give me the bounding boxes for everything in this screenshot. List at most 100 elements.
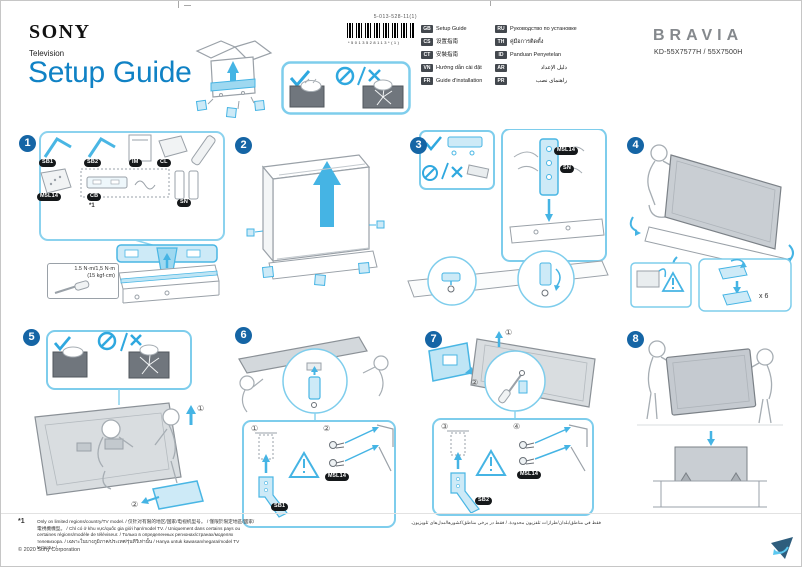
part-label-m5l14: M5L14 [37,193,62,201]
part-label-m5l14: M5L14 [554,147,579,155]
language-code-badge: ID [495,51,507,59]
language-code-badge: CS [421,38,433,46]
step-1: 1 [17,131,229,319]
callout-number-1: ① [251,424,259,433]
part-label-sb2: SB2 [475,497,493,505]
callout-number-1: ① [505,328,513,337]
print-mark [184,5,191,6]
step-8-number: 8 [627,331,644,348]
part-label-im: IM [129,159,142,167]
language-label: راهنمای نصب [535,78,567,84]
step-4: 4 x 6 [619,131,799,313]
callout-number-4: ④ [513,422,521,431]
prohibition-icon [422,165,438,181]
step-6-illustration [238,336,396,528]
callout-number-2: ② [131,500,139,509]
print-mark [490,1,491,6]
torque-value-2: (15 kgf·cm) [87,273,115,280]
step-4-number: 4 [627,137,644,154]
quantity-label: x 6 [759,293,769,300]
page-title: Setup Guide [28,56,192,89]
part-label-m5l14: M5L14 [325,473,350,481]
step-6: 6 [229,325,407,531]
step-3: 3 [406,128,613,317]
footnote-marker: *1 [18,518,25,525]
unbox-illustration [195,40,273,119]
bravia-logo: BRAVIA [653,27,744,44]
language-label: Panduan Penyetelan [510,52,562,58]
language-code-badge: FR [421,77,433,85]
part-label-sb1: SB1 [39,159,57,167]
screwdriver-icon [54,280,90,295]
language-label: Hướng dẫn cài đặt [436,65,482,71]
language-code-badge: CT [421,51,433,59]
part-label-sb1: SB1 [271,503,289,511]
cross-icon [451,166,463,178]
cross-icon [130,334,142,346]
step-4-illustration [629,144,794,312]
part-label-sn: SN [560,165,575,173]
callout-number-2: ② [323,424,331,433]
step-8: 8 [617,329,799,525]
footer-divider [1,513,801,514]
up-arrow-icon [227,61,239,81]
part-label-cl: CL [157,159,171,167]
language-label: 设置指南 [436,39,459,45]
step-2: 2 [229,131,401,313]
page-turn-icon [771,537,793,559]
language-code-badge: AR [495,64,507,72]
footnote-reference: *1 [89,203,95,209]
part-label-m5l14: M5L14 [517,471,542,479]
language-code-badge: TH [495,38,507,46]
language-row: AR دليل الإعداد [495,63,567,73]
part-label-sb2: SB2 [84,159,102,167]
prohibition-icon [335,66,355,86]
step-2-illustration [246,154,385,286]
footnote-text-rtl: فقط في مناطق/بلدان/طرازات تلفزيون محدودة… [410,520,601,525]
copyright: © 2020 Sony Corporation [18,547,81,553]
step-3-illustration [407,128,609,308]
step-7: 7 [419,329,611,521]
language-label: Руководство по установке [510,26,577,32]
language-code-badge: PR [495,77,507,85]
language-label: Guide d'installation [436,78,483,84]
cross-icon [368,69,381,82]
step-2-number: 2 [235,137,252,154]
up-arrow-icon [313,161,341,227]
handling-caution-box [281,61,411,115]
print-mark [178,1,179,8]
part-number: 5-013-528-11(1) [373,14,417,20]
check-icon [53,336,72,352]
check-icon [289,70,311,88]
language-label: 安裝指南 [436,52,459,58]
language-label: دليل الإعداد [540,65,567,71]
footnote-text: Only on limited regions/country/TV model… [37,519,255,551]
barcode [347,23,415,38]
step-5: 5 ① ② [19,325,224,517]
step-8-illustration [637,340,783,508]
step-6-number: 6 [235,327,252,344]
step-5-illustration [34,330,204,510]
language-code-badge: GB [421,25,433,33]
callout-number-1: ① [197,404,205,413]
step-5-number: 5 [23,329,40,346]
part-label-cb: CB [87,193,102,201]
language-code-badge: VN [421,64,433,72]
part-label-sn: SN [177,199,192,207]
torque-value: 1.5 N·m/1,5 N·m [74,266,115,272]
language-label: คู่มือการติดตั้ง [510,39,544,45]
sony-logo: SONY [29,21,91,43]
language-label: Setup Guide [436,26,467,32]
barcode-digits: *5013528113*(1) [348,40,401,45]
step-3-number: 3 [410,137,427,154]
